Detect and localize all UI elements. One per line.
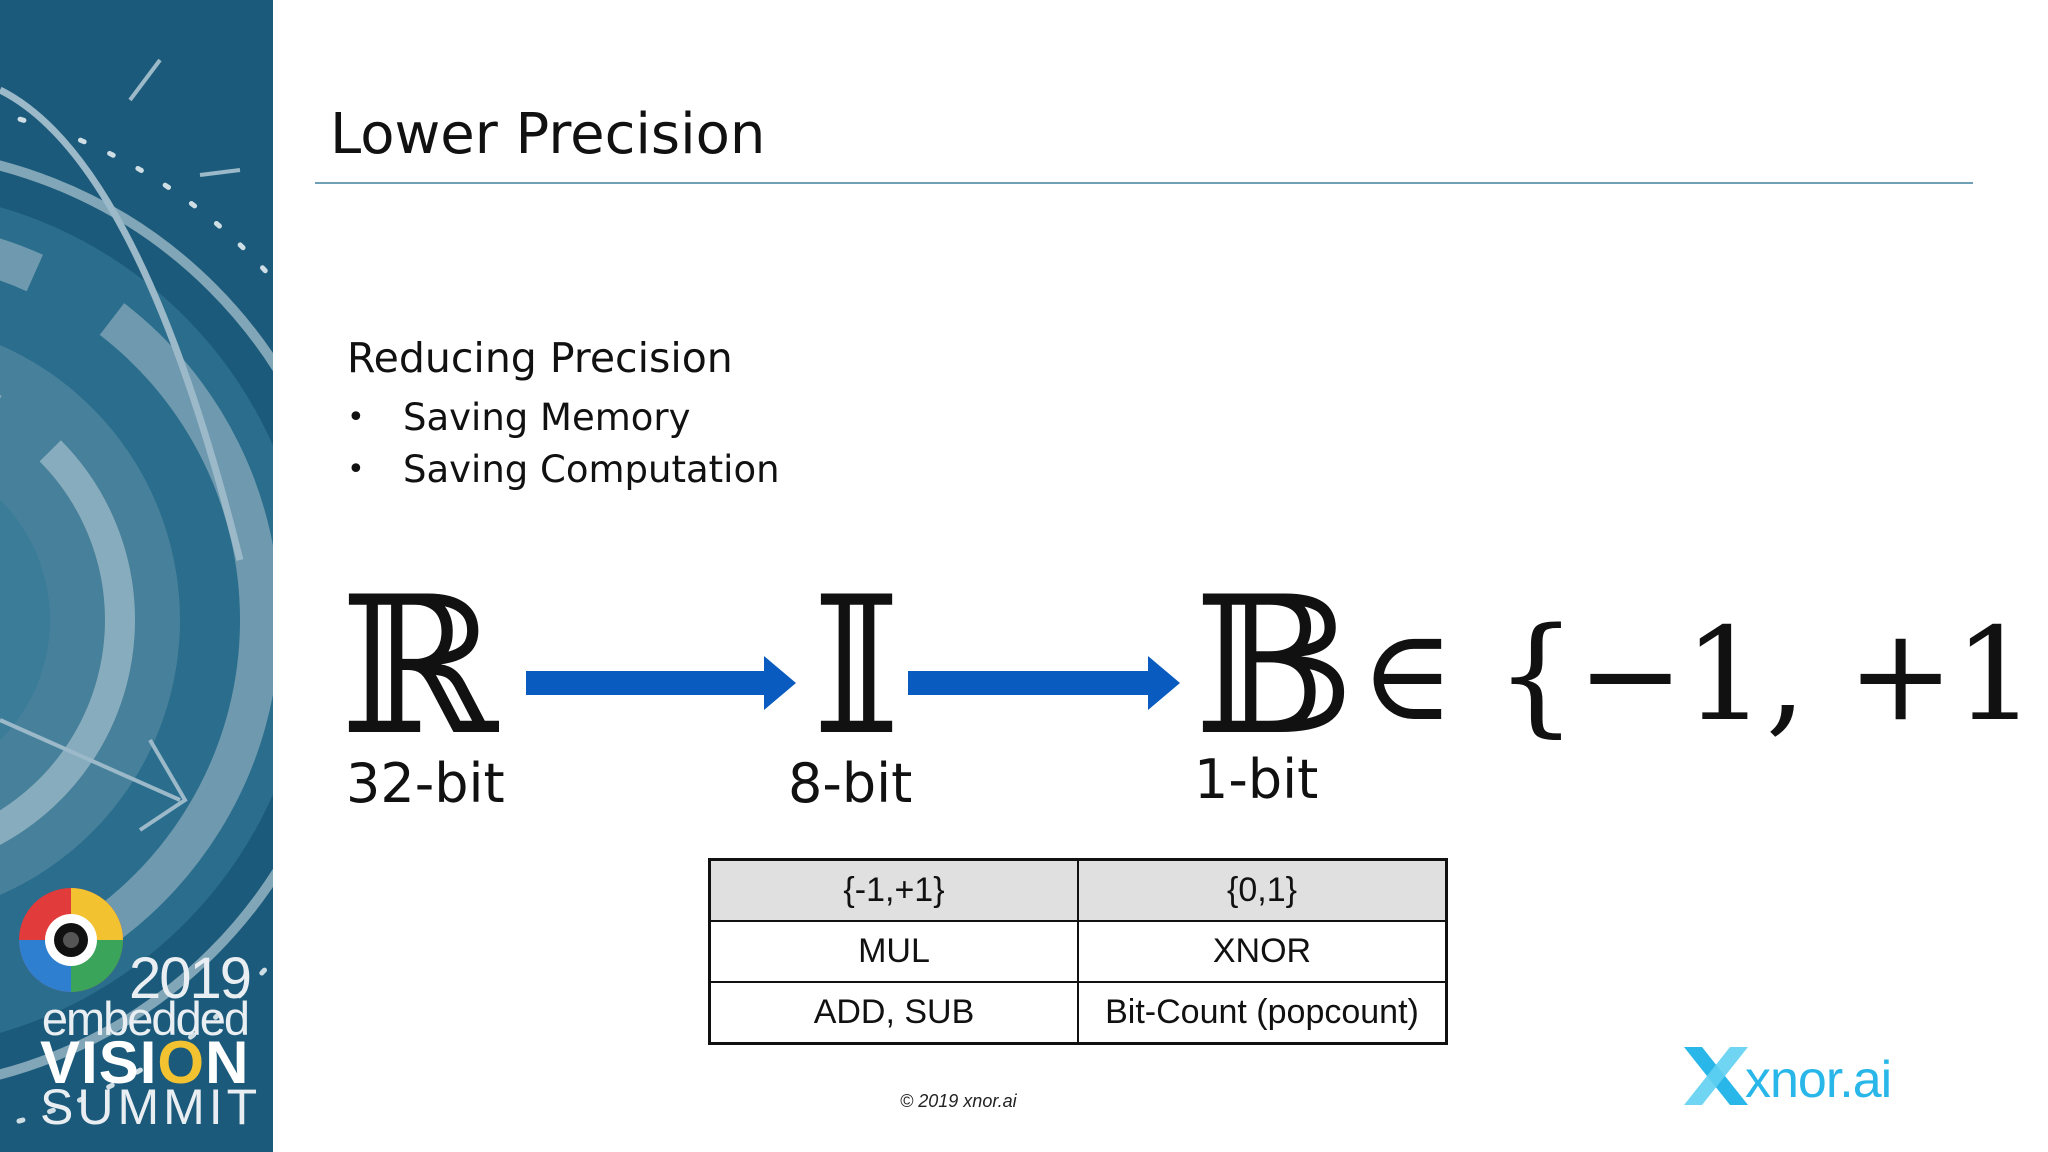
bullet-text: Saving Computation [403,448,780,491]
summit-embedded-text: embedded [41,992,250,1045]
table-cell: ADD, SUB [708,981,1079,1045]
arrow-shaft [526,671,766,695]
vision-part-2: N [205,1029,250,1096]
arrow-head [1148,656,1180,710]
table-cell: Bit-Count (popcount) [1077,981,1448,1045]
copyright-text: © 2019 xnor.ai [900,1091,1017,1111]
section-heading: Reducing Precision [347,334,733,382]
summit-vision-text: VISION [40,1033,248,1093]
vision-colored-o: O [157,1029,206,1096]
summit-year: 2019 [128,946,252,1011]
bullet-list: • Saving Memory • Saving Computation [347,392,780,496]
bullet-text: Saving Memory [403,396,691,439]
bullet-item: • Saving Computation [347,444,780,496]
integer-symbol: 𝕀 [812,556,901,777]
table-cell: MUL [708,920,1079,983]
arrow-right-icon [908,656,1180,710]
title-divider [315,182,1973,184]
xnor-brand-text: xnor.ai [1745,1051,1892,1109]
label-32-bit: 32-bit [346,752,505,815]
table-header-cell: {0,1} [1077,858,1448,922]
xnor-x-logo-icon [1684,1047,1748,1105]
real-numbers-symbol: ℝ [340,556,498,777]
sidebar-decoration [0,0,273,1152]
table-header-row: {-1,+1} {0,1} [708,858,1448,922]
arrow-right-icon [526,656,796,710]
label-8-bit: 8-bit [788,752,913,815]
arrow-shaft [908,671,1150,695]
bullet-glyph: • [347,400,365,435]
table-row: MUL XNOR [708,920,1448,983]
table-cell: XNOR [1077,920,1448,983]
slide-title: Lower Precision [330,102,766,167]
vision-part-1: VISI [40,1029,158,1096]
bullet-item: • Saving Memory [347,392,780,444]
summit-logo-icon [19,888,123,992]
event-sidebar: 2019 embedded VISION SUMMIT [0,0,273,1152]
arrow-head [764,656,796,710]
table-row: ADD, SUB Bit-Count (popcount) [708,981,1448,1045]
operations-table: {-1,+1} {0,1} MUL XNOR ADD, SUB Bit-Coun… [708,858,1448,1045]
bullet-glyph: • [347,452,365,487]
binary-set-expression: ∈ {−1, +1} [1360,601,2048,750]
label-1-bit: 1-bit [1194,748,1319,811]
binary-symbol: 𝔹 [1194,556,1355,777]
summit-summit-text: SUMMIT [40,1079,262,1135]
table-header-cell: {-1,+1} [708,858,1079,922]
